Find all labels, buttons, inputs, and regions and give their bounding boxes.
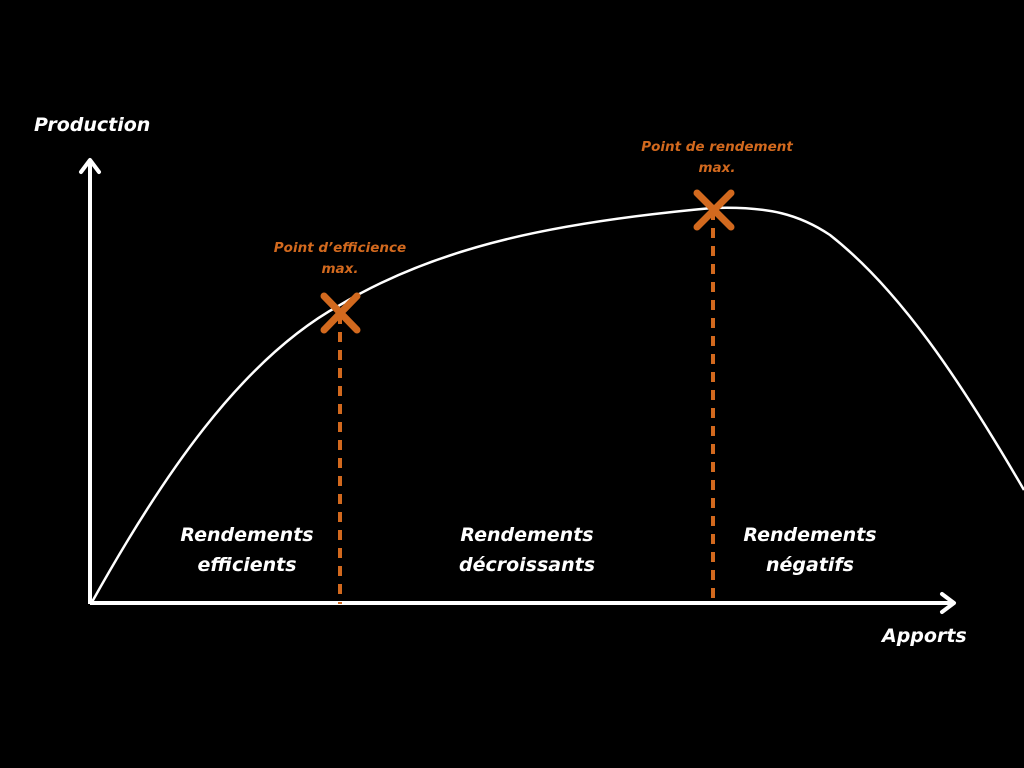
- region-label-negative: Rendements négatifs: [730, 520, 890, 580]
- x-axis-arrowhead: [940, 592, 956, 614]
- region-label-efficient: Rendements efficients: [167, 520, 327, 580]
- region-label-line: efficients: [197, 554, 297, 576]
- region-label-line: Rendements: [743, 524, 877, 546]
- y-axis-arrowhead: [79, 158, 101, 174]
- marker-label-line: max.: [698, 160, 736, 176]
- region-label-line: décroissants: [458, 554, 596, 576]
- marker-label-line: Point d’efficience: [273, 240, 407, 256]
- region-label-line: négatifs: [765, 554, 854, 576]
- x-axis-label: Apports: [882, 625, 967, 647]
- marker-label-line: Point de rendement: [641, 139, 793, 155]
- marker-label-line: max.: [321, 261, 359, 277]
- yield-max-label: Point de rendement max.: [627, 137, 807, 179]
- region-label-decreasing: Rendements décroissants: [447, 520, 607, 580]
- region-label-line: Rendements: [460, 524, 594, 546]
- efficiency-max-label: Point d’efficience max.: [250, 238, 430, 280]
- region-label-line: Rendements: [180, 524, 314, 546]
- efficiency-max-marker: [320, 292, 361, 334]
- y-axis-label: Production: [34, 114, 151, 136]
- yield-max-marker: [693, 189, 735, 231]
- production-curve: [90, 206, 1024, 603]
